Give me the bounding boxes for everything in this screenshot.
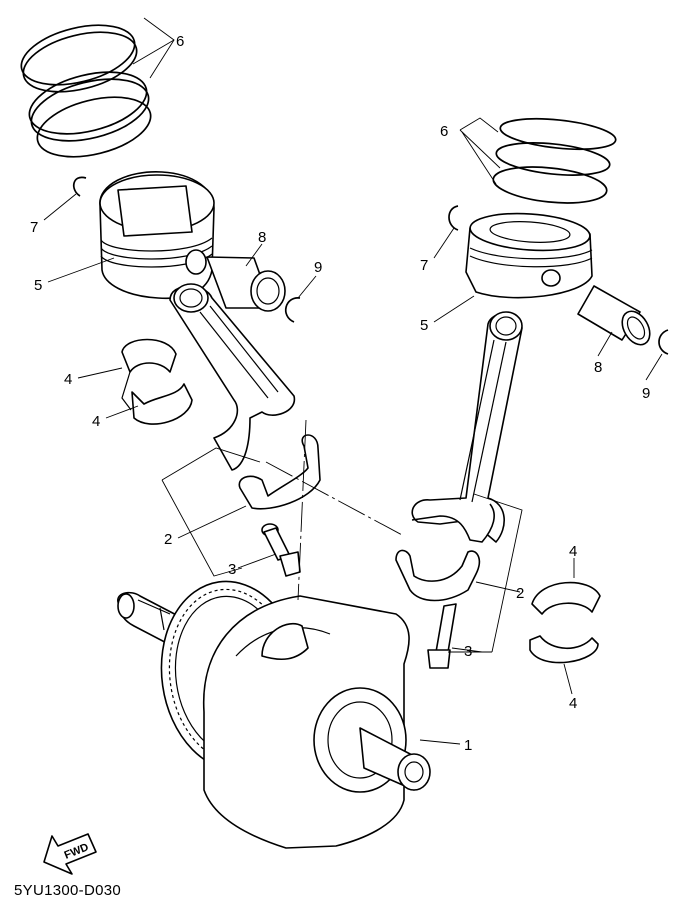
callout-8-left: 8	[258, 229, 266, 246]
left-rod-bolt	[261, 523, 301, 577]
callout-3-right: 3	[464, 643, 472, 660]
left-pin-circlip	[284, 297, 301, 323]
left-circlip	[72, 176, 87, 197]
callout-4-left-lower: 4	[92, 413, 100, 430]
drawing-code: 5YU1300-D030	[14, 882, 122, 899]
callout-9-left: 9	[314, 259, 322, 276]
left-piston-pin	[206, 256, 286, 312]
right-circlip	[448, 205, 459, 231]
callout-9-right: 9	[642, 385, 650, 402]
callout-1: 1	[464, 737, 472, 754]
callout-6-left: 6	[176, 33, 184, 50]
callout-5-left: 5	[34, 277, 42, 294]
right-piston	[465, 212, 593, 299]
callout-4-right-lower: 4	[569, 695, 577, 712]
callout-2-left: 2	[164, 531, 172, 548]
left-bearing-lower	[131, 383, 193, 425]
left-connecting-rod	[169, 283, 295, 471]
right-rod-bolt	[427, 603, 457, 669]
right-piston-pin	[577, 285, 651, 346]
callout-3-left: 3	[228, 561, 236, 578]
callout-4-left-upper: 4	[64, 371, 72, 388]
left-rod-cap	[238, 434, 321, 510]
left-piston-rings	[20, 24, 152, 158]
right-connecting-rod	[411, 311, 523, 543]
right-pin-circlip	[658, 329, 669, 355]
leader-lines	[43, 17, 663, 745]
center-lines	[265, 419, 405, 601]
callout-4-right-upper: 4	[569, 543, 577, 560]
left-bearing-upper	[121, 338, 177, 411]
callout-5-right: 5	[420, 317, 428, 334]
callout-2-right: 2	[516, 585, 524, 602]
right-bearing-upper	[531, 581, 601, 615]
right-bearing-lower	[529, 635, 599, 664]
callout-7-left: 7	[30, 219, 38, 236]
callout-labels: 6 7 5 8 9 4 4 2 3 6 7 5 8 9 2 3 4 4 1	[30, 33, 650, 754]
callout-7-right: 7	[420, 257, 428, 274]
callout-6-right: 6	[440, 123, 448, 140]
crankshaft	[117, 580, 431, 849]
right-rod-cap	[395, 549, 481, 602]
left-piston	[99, 171, 215, 300]
fwd-arrow: FWD	[43, 833, 97, 875]
right-piston-rings	[492, 117, 617, 204]
callout-8-right: 8	[594, 359, 602, 376]
